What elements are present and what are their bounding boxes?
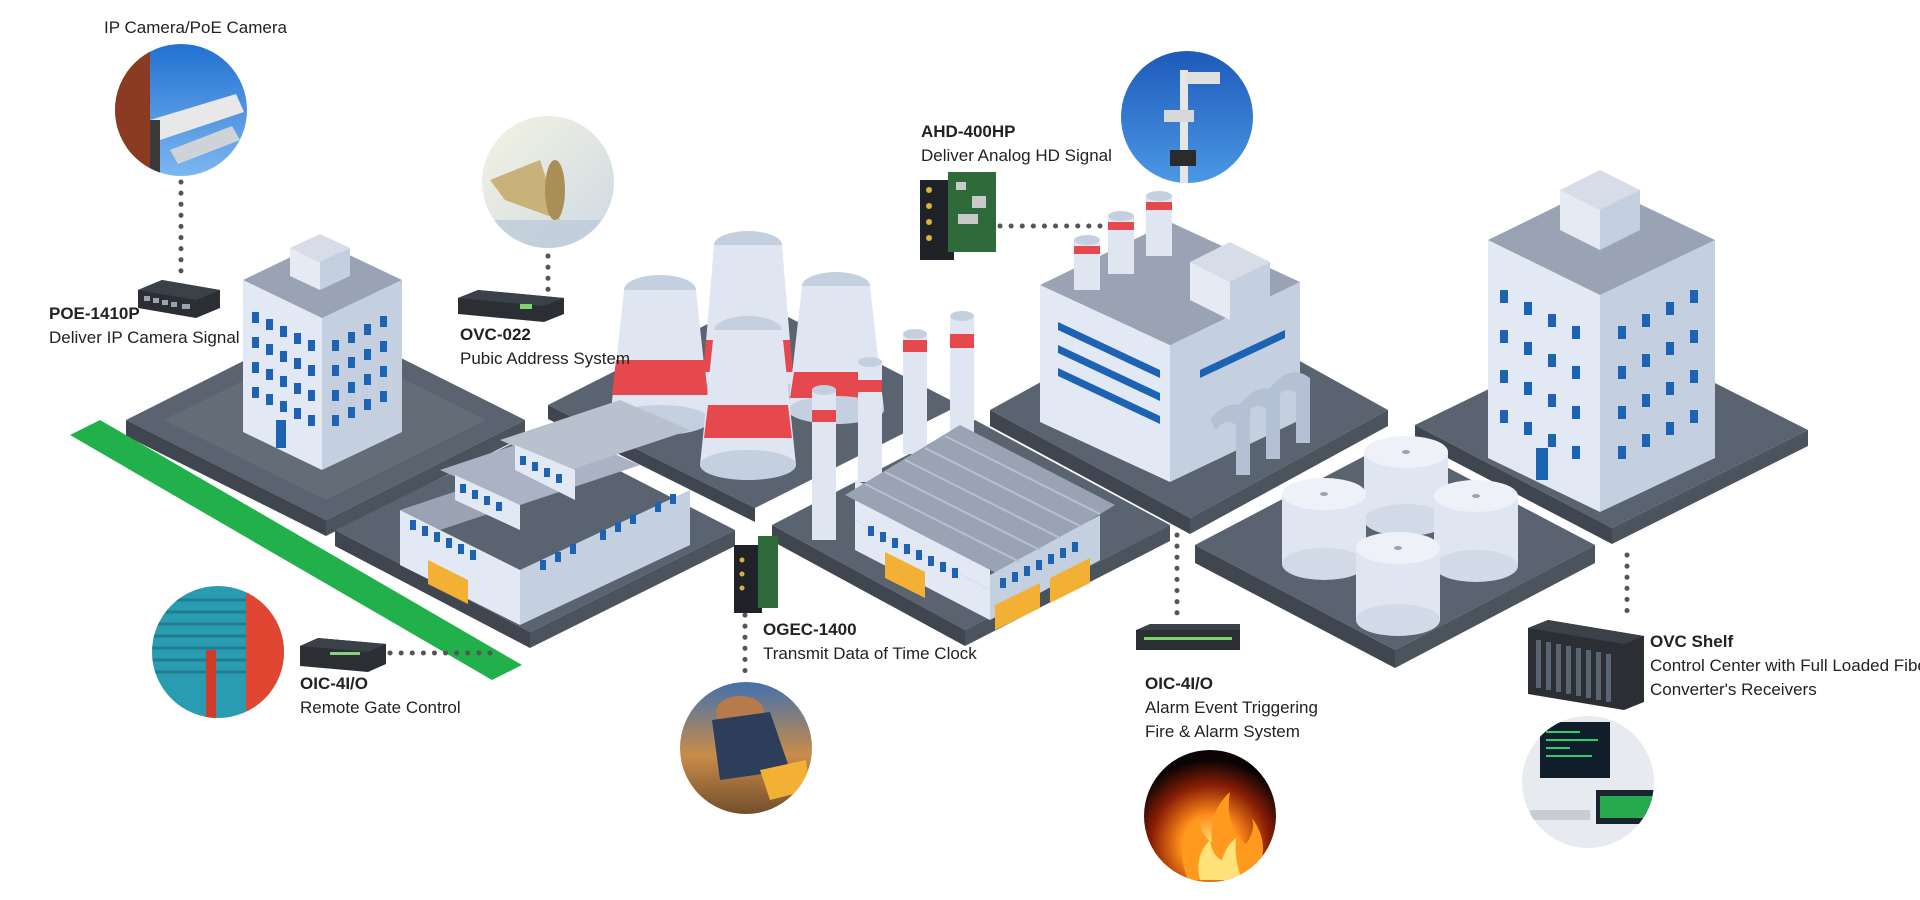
device-description: Deliver IP Camera Signal (49, 328, 240, 347)
office-building-left (243, 234, 402, 470)
device-description: Remote Gate Control (300, 698, 461, 717)
ovc-shelf-rack-icon (1528, 620, 1644, 710)
tall-office-building (1488, 170, 1715, 512)
ahd-400hp-label: AHD-400HP Deliver Analog HD Signal (921, 120, 1112, 168)
gate-door-icon (152, 586, 284, 718)
worker-icon (680, 682, 812, 814)
cooling-towers (610, 231, 974, 540)
device-name: OIC-4I/O (300, 674, 369, 693)
cctv-camera-icon (115, 44, 247, 176)
device-name: AHD-400HP (921, 122, 1016, 141)
device-name: OIC-4I/O (1145, 674, 1214, 693)
device-name: POE-1410P (49, 304, 140, 323)
oic-4io-alarm-label: OIC-4I/O Alarm Event Triggering Fire & A… (1145, 672, 1318, 744)
security-camera-pole-icon (1121, 51, 1253, 183)
device-description: Pubic Address System (460, 349, 631, 368)
ogec-1400-card-icon (734, 536, 778, 613)
device-description-line-2: Converter's Receivers (1650, 680, 1817, 699)
connector-lines (178, 179, 1630, 683)
megaphone-icon (482, 116, 614, 248)
oic-4io-gate-label: OIC-4I/O Remote Gate Control (300, 672, 461, 720)
warehouse-center (845, 425, 1115, 630)
ovc-shelf-label: OVC Shelf Control Center with Full Loade… (1650, 630, 1920, 702)
fire-icon (1144, 750, 1276, 882)
ovc-022-label: OVC-022 Pubic Address System (460, 323, 630, 371)
poe-switch-icon (138, 280, 220, 318)
device-name: OGEC-1400 (763, 620, 857, 639)
ahd-400hp-card-icon (920, 172, 996, 260)
device-description-line-1: Alarm Event Triggering (1145, 698, 1318, 717)
factory-building (1040, 191, 1310, 482)
device-name: OVC-022 (460, 325, 531, 344)
oic-4io-alarm-device-icon (1136, 624, 1240, 650)
device-name: OVC Shelf (1650, 632, 1734, 651)
device-description-line-2: Fire & Alarm System (1145, 722, 1300, 741)
warehouse-left (400, 400, 690, 625)
ogec-1400-label: OGEC-1400 Transmit Data of Time Clock (763, 618, 977, 666)
green-path-strip (70, 420, 522, 680)
storage-tanks (1282, 436, 1518, 636)
device-description: Transmit Data of Time Clock (763, 644, 977, 663)
device-description-line-1: Control Center with Full Loaded Fiber (1650, 656, 1920, 675)
oic-4io-gate-device-icon (300, 638, 386, 672)
control-room-monitor-icon (1522, 716, 1654, 848)
device-description: Deliver Analog HD Signal (921, 146, 1112, 165)
poe-1410p-label: POE-1410P Deliver IP Camera Signal (49, 302, 240, 350)
ip-camera-label: IP Camera/PoE Camera (104, 18, 287, 37)
ovc-022-device-icon (458, 290, 564, 322)
